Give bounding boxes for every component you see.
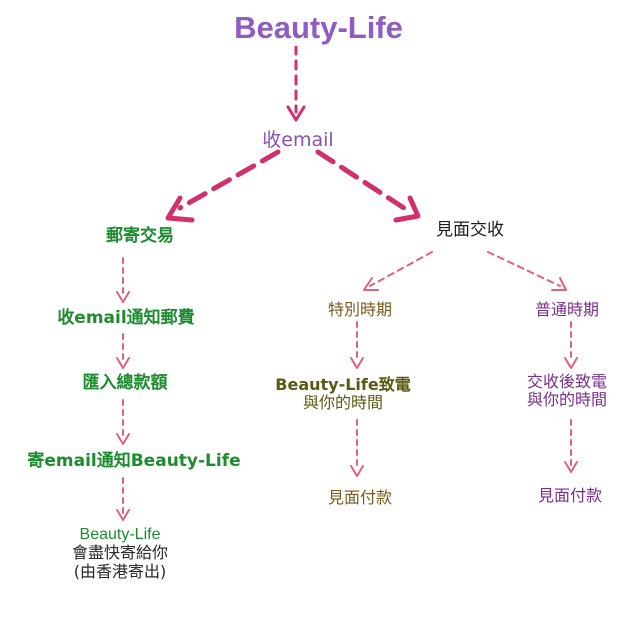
- arrowhead-fee-to-remit: [116, 357, 130, 369]
- special-period-node: 特別時期: [327, 300, 392, 319]
- arrowhead-normal-time-to-pay: [564, 461, 578, 473]
- receive-email-node: 收email: [262, 129, 334, 151]
- normal-call-time-node: 交收後致電 與你的時間: [502, 372, 632, 410]
- final-line-1: Beauty-Life: [79, 526, 161, 543]
- email-postage-notice-node: 收email通知郵費: [57, 308, 195, 328]
- arrowhead-receive-to-meet: [393, 195, 421, 223]
- diagram-title: Beauty-Life: [0, 10, 637, 46]
- arrow-receive-to-mail: [177, 149, 281, 211]
- arrowhead-special-time-to-pay: [350, 465, 364, 477]
- arrowhead-remit-to-send: [116, 433, 130, 445]
- special-call-time-node: Beauty-Life致電 與你的時間: [258, 375, 428, 413]
- special-time-line-2: 與你的時間: [302, 393, 383, 413]
- arrowhead-normal-to-time: [564, 357, 578, 369]
- arrow-meet-to-special: [369, 251, 433, 287]
- arrowhead-meet-to-special: [363, 277, 379, 291]
- special-time-line-1: Beauty-Life致電: [275, 375, 411, 394]
- normal-payment-node: 見面付款: [537, 486, 602, 505]
- arrowhead-mail-to-fee: [116, 291, 130, 303]
- normal-time-line-1: 交收後致電: [526, 372, 607, 391]
- normal-period-node: 普通時期: [534, 300, 599, 319]
- special-payment-node: 見面付款: [327, 488, 392, 507]
- ship-from-hk-node: Beauty-Life 會盡快寄給你 (由香港寄出): [20, 526, 220, 581]
- meet-trade-node: 見面交收: [436, 220, 504, 240]
- arrowhead-receive-to-mail: [165, 195, 195, 223]
- normal-time-line-2: 與你的時間: [526, 390, 607, 410]
- mail-trade-node: 郵寄交易: [106, 226, 174, 246]
- remit-total-node: 匯入總款額: [82, 373, 168, 393]
- arrowhead-send-to-final: [116, 509, 130, 521]
- arrowhead-title-to-receive: [286, 105, 306, 122]
- arrow-receive-to-meet: [315, 149, 407, 211]
- send-email-notice-node: 寄email通知Beauty-Life: [27, 451, 241, 471]
- arrowhead-meet-to-normal: [551, 277, 567, 291]
- title-text: Beauty-Life: [226, 10, 411, 46]
- final-line-2: 會盡快寄給你: [71, 543, 168, 563]
- arrowhead-special-to-time: [350, 357, 364, 369]
- arrow-meet-to-normal: [487, 251, 561, 287]
- final-line-3: (由香港寄出): [73, 561, 167, 581]
